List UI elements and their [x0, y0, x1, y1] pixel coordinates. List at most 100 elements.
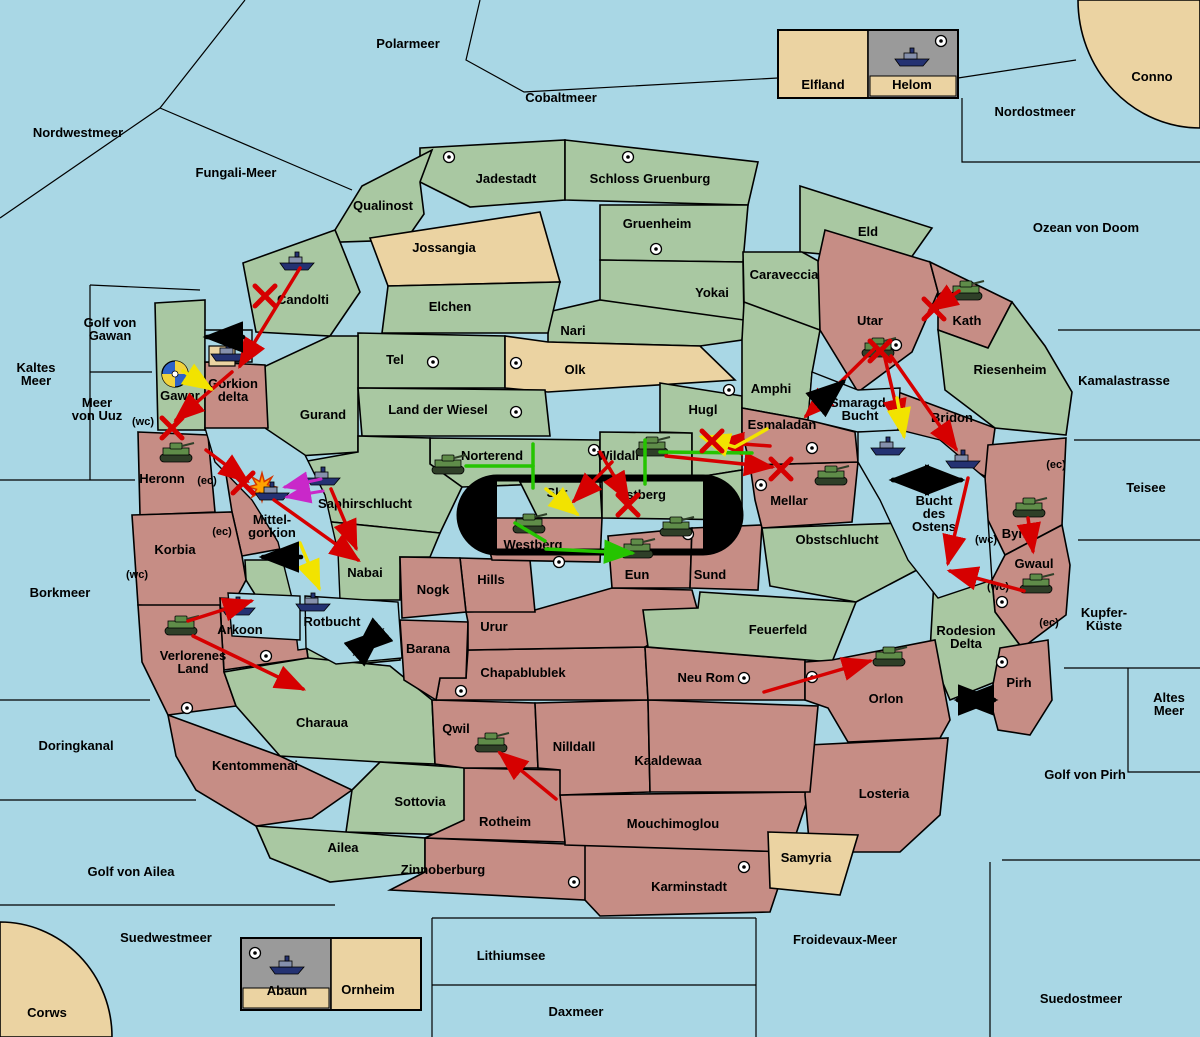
support-order — [544, 539, 636, 564]
supply-center-dot — [995, 655, 1009, 669]
black-order — [352, 617, 394, 656]
support-order — [513, 521, 547, 543]
supply-center-dot — [737, 860, 751, 874]
battle-x-mark — [230, 470, 256, 496]
fleet-ship-unit[interactable] — [894, 47, 930, 67]
army-tank-unit[interactable] — [1012, 497, 1048, 518]
attack-order — [497, 750, 558, 801]
fleet-ship-unit[interactable] — [269, 955, 305, 975]
attack-order — [598, 450, 630, 504]
attack-order — [889, 354, 959, 452]
army-tank-unit[interactable] — [659, 516, 695, 537]
central-basin-east-cap — [703, 478, 740, 552]
battle-x-mark — [615, 492, 641, 518]
territory-olk[interactable] — [504, 335, 737, 393]
territory-riesenheim[interactable] — [937, 300, 1073, 436]
territory-samyria[interactable] — [767, 831, 860, 896]
supply-center-dot — [248, 946, 262, 960]
supply-center-dot — [722, 383, 736, 397]
attack-order — [191, 634, 307, 691]
army-tank-unit[interactable] — [814, 465, 850, 486]
territory-chapablublek[interactable] — [435, 646, 649, 701]
battle-x-mark — [921, 296, 947, 322]
roundel-unit[interactable] — [161, 360, 189, 388]
fleet-ship-unit[interactable] — [870, 436, 906, 456]
supply-center-dot — [567, 875, 581, 889]
territory-land_der_wiesel[interactable] — [357, 387, 551, 437]
sea-zone-border — [89, 284, 201, 291]
offmap-cell-ornheim[interactable] — [330, 937, 422, 1011]
army-tank-unit[interactable] — [1019, 573, 1055, 594]
black-order — [805, 379, 847, 418]
sea-zone-border — [1127, 668, 1200, 773]
attack-order — [664, 451, 776, 477]
battle-x-mark — [699, 428, 725, 454]
army-tank-unit[interactable] — [431, 454, 467, 475]
sea-zone-border — [957, 59, 1077, 79]
supply-center-dot — [805, 441, 819, 455]
supply-center-dot — [426, 355, 440, 369]
territory-losteria[interactable] — [804, 737, 949, 853]
territory-candolti[interactable] — [242, 228, 361, 337]
territory-gruenheim[interactable] — [599, 204, 749, 263]
supply-center-dot — [754, 478, 768, 492]
order-layer — [159, 266, 1041, 801]
special-order — [284, 482, 325, 504]
attack-order — [946, 566, 1026, 593]
territory-elchen[interactable] — [381, 281, 562, 334]
territory-zinnoberburg[interactable] — [386, 837, 591, 901]
supply-center-dot — [552, 555, 566, 569]
supply-center-dot — [587, 443, 601, 457]
army-tank-unit[interactable] — [474, 732, 510, 753]
attack-order — [204, 448, 250, 484]
offmap-box-frame — [777, 29, 959, 99]
territory-qualinost[interactable] — [334, 148, 434, 243]
army-tank-unit[interactable] — [164, 615, 200, 636]
offmap-box-frame — [240, 937, 422, 1011]
territory-corws[interactable] — [0, 921, 113, 1037]
offmap-label-strip — [242, 987, 330, 1009]
supply-center-dot — [649, 242, 663, 256]
attack-order — [329, 487, 358, 552]
attack-order — [762, 657, 874, 694]
offmap-cell-elfland[interactable] — [777, 29, 869, 99]
territory-kaaldewaa[interactable] — [647, 699, 819, 793]
territory-kentommenai[interactable] — [166, 713, 354, 827]
fleet-ship-unit[interactable] — [295, 592, 331, 612]
supply-center-dot — [934, 34, 948, 48]
supply-center-dot — [442, 150, 456, 164]
supply-center-dot — [454, 684, 468, 698]
army-tank-unit[interactable] — [872, 646, 908, 667]
supply-center-dot — [995, 595, 1009, 609]
attack-order — [186, 597, 255, 623]
supply-center-dot — [621, 150, 635, 164]
fleet-ship-unit[interactable] — [279, 251, 315, 271]
attack-order — [173, 370, 234, 423]
territory-hills[interactable] — [459, 557, 536, 613]
supply-center-dot — [509, 356, 523, 370]
sea-zone-border — [159, 107, 353, 191]
attack-order — [238, 266, 302, 369]
convoy-order — [180, 363, 214, 391]
battle-x-mark — [159, 415, 185, 441]
army-tank-unit[interactable] — [159, 442, 195, 463]
central-basin-west-cap — [460, 478, 497, 552]
battle-x-mark — [867, 338, 893, 364]
sea-zone-border — [961, 98, 1200, 163]
territory-rotheim[interactable] — [424, 767, 566, 843]
territory-nogk[interactable] — [399, 556, 467, 619]
battle-x-mark — [252, 283, 278, 309]
territory-gorkion_delta[interactable] — [204, 361, 269, 431]
fleet-ship-unit[interactable] — [254, 481, 290, 501]
convoy-order — [886, 396, 911, 440]
offmap-label-strip — [869, 75, 957, 97]
attack-order — [1016, 516, 1041, 555]
convoy-order — [544, 486, 580, 517]
convoy-order — [296, 541, 321, 592]
battle-x-mark — [768, 456, 794, 482]
territory-conno[interactable] — [1077, 0, 1200, 129]
territory-karminstadt[interactable] — [584, 844, 792, 917]
